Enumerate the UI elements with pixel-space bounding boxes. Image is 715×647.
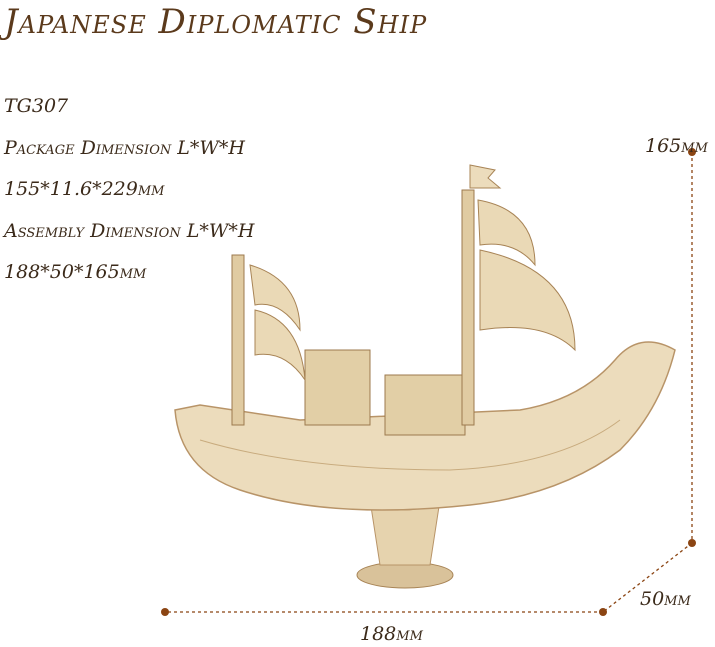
assembly-dimension-value: 188*50*165mm	[4, 261, 147, 283]
length-dimension: 188mm	[360, 623, 423, 645]
dimension-dots	[161, 148, 696, 616]
dimension-lines	[165, 152, 693, 613]
width-dimension: 50mm	[640, 588, 691, 610]
model-number: TG307	[4, 95, 69, 117]
assembly-dimension-label: Assembly Dimension L*W*H	[4, 220, 255, 242]
product-title: Japanese Diplomatic Ship	[4, 2, 428, 42]
package-dimension-label: Package Dimension L*W*H	[4, 137, 245, 159]
ship-image	[174, 164, 676, 589]
package-dimension-value: 155*11.6*229mm	[4, 178, 165, 200]
height-dimension: 165mm	[645, 135, 708, 157]
